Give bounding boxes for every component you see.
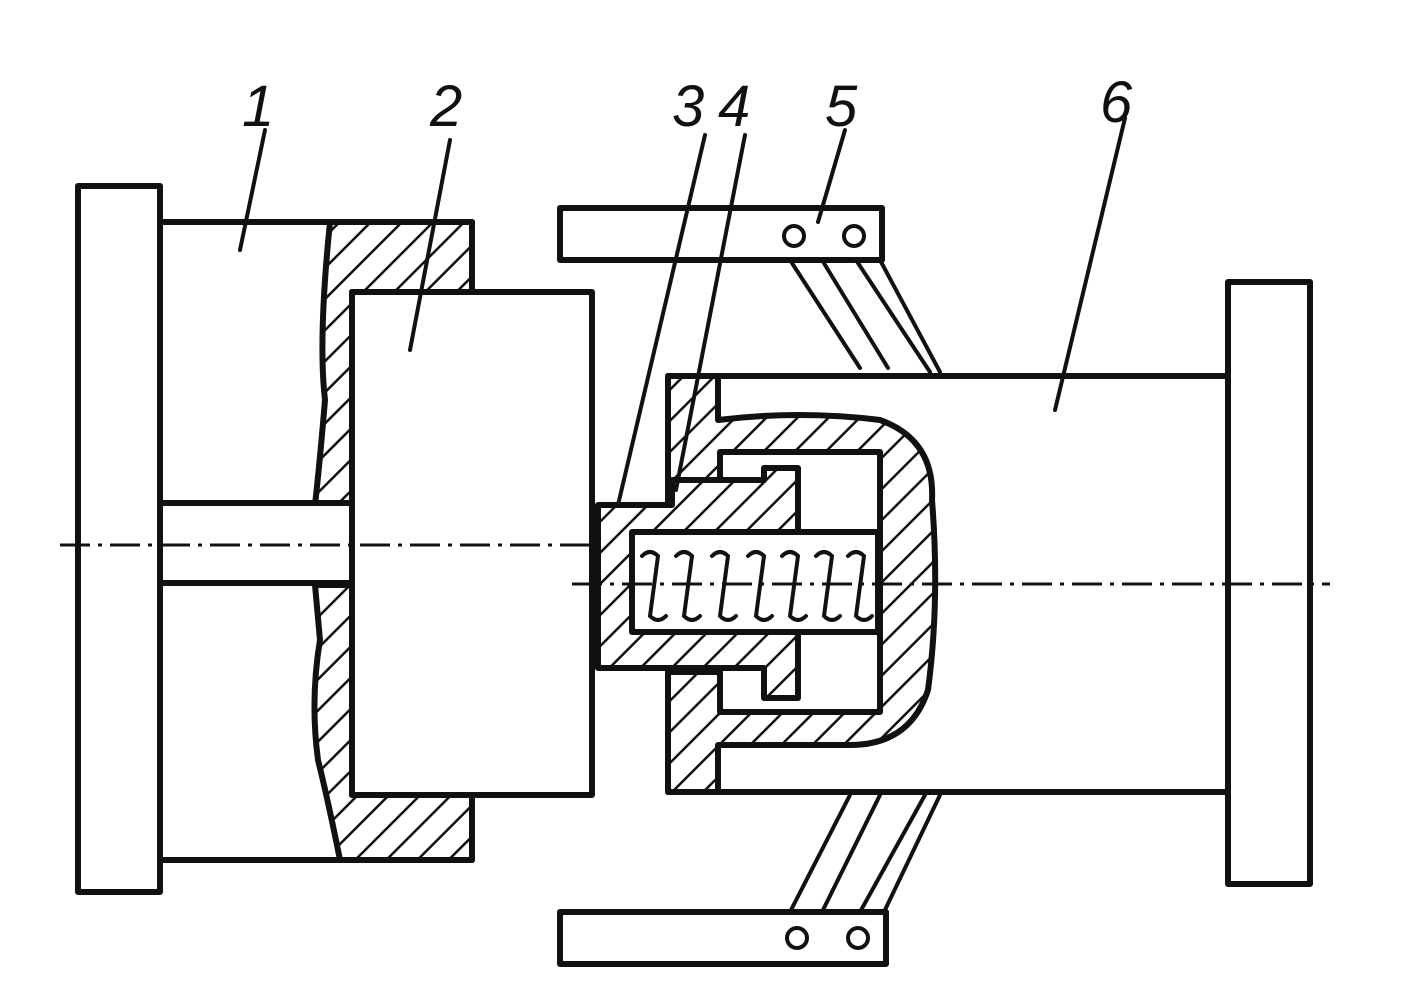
leader-4 (674, 133, 747, 492)
label-part-6: 6 (1100, 70, 1133, 135)
label-part-2: 2 (429, 74, 462, 139)
left-shaft (157, 500, 355, 586)
part-5-upper-lever (557, 205, 942, 374)
lower-lever-hole (785, 926, 809, 950)
lower-lever-hole (846, 926, 870, 950)
label-part-4: 4 (718, 74, 750, 139)
leader-2 (408, 138, 452, 352)
leader-6 (1053, 116, 1127, 412)
leader-5 (816, 128, 847, 224)
part-5-lower-lever (557, 793, 942, 967)
left-end-plate (75, 183, 163, 895)
label-part-3: 3 (672, 74, 704, 139)
label-part-1: 1 (242, 74, 274, 139)
upper-lever-hole (782, 224, 806, 248)
leader-3 (616, 133, 707, 507)
label-part-5: 5 (825, 74, 858, 139)
leader-1 (238, 128, 267, 252)
upper-lever-hole (842, 224, 866, 248)
part-4-spring (640, 550, 874, 622)
part-1-housing (157, 219, 475, 863)
